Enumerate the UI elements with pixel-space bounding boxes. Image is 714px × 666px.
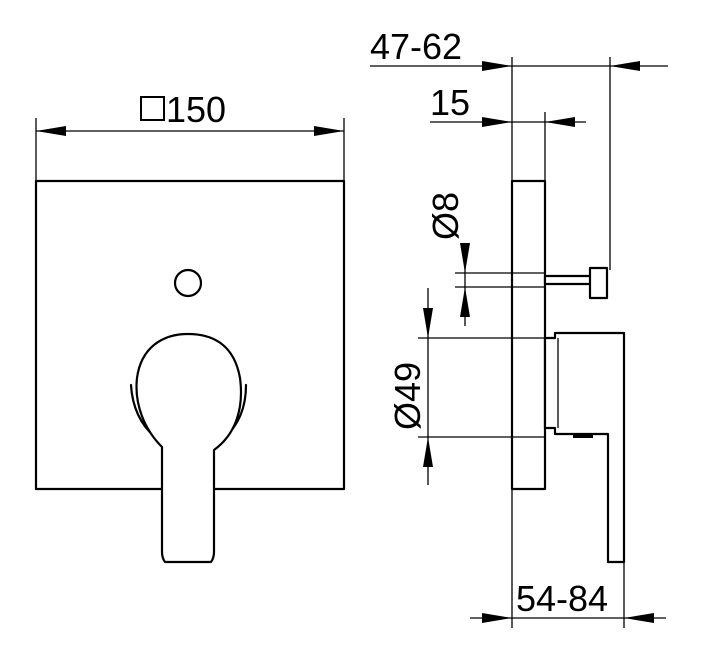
diverter-pin — [543, 274, 593, 286]
diverter-pin-cap — [588, 266, 609, 300]
handle-body-profile — [543, 331, 626, 564]
diverter-button — [173, 268, 203, 298]
square-symbol-icon — [140, 96, 165, 121]
front-view: 150 — [34, 89, 346, 564]
wall-range-arrow-right — [610, 61, 640, 71]
plate-depth-arrow-right — [545, 117, 575, 127]
projection-arrow-left — [482, 613, 512, 623]
body-diameter-label: Ø49 — [387, 362, 428, 430]
pin-diameter-arrow-top — [460, 243, 470, 273]
plate-depth-arrow-left — [482, 117, 512, 127]
pin-diameter-label: Ø8 — [425, 192, 466, 240]
plate-width-arrow-left — [36, 126, 66, 136]
lever-handle — [135, 332, 243, 564]
body-diameter-arrow-bottom — [423, 437, 433, 467]
plate-width-label: 150 — [166, 89, 226, 130]
projection-range-label: 54-84 — [516, 578, 608, 619]
plate-width-arrow-right — [314, 126, 344, 136]
pin-diameter-arrow-bottom — [460, 287, 470, 317]
side-view: 47-62 15 Ø8 Ø49 — [370, 26, 668, 628]
projection-arrow-right — [624, 613, 654, 623]
handle-underside-detail — [573, 434, 593, 438]
plate-profile — [510, 179, 547, 491]
wall-range-arrow-left — [482, 61, 512, 71]
plate-depth-label: 15 — [430, 82, 470, 123]
body-diameter-arrow-top — [423, 308, 433, 338]
wall-range-label: 47-62 — [370, 26, 462, 67]
